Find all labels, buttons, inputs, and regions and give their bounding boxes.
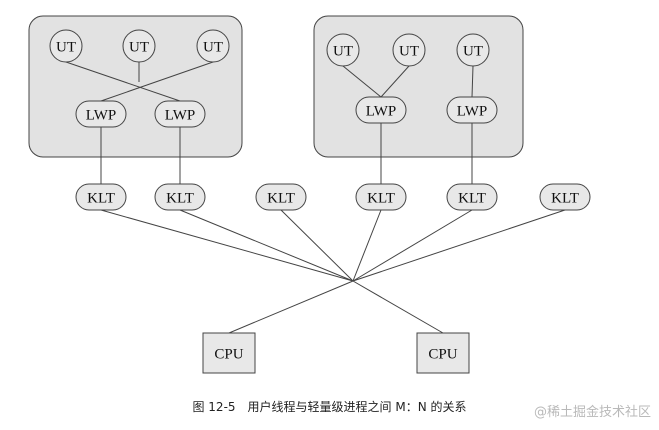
user-thread-node: UT bbox=[122, 29, 156, 63]
klt-node: KLT bbox=[75, 183, 127, 211]
lwp-node: LWP bbox=[154, 100, 206, 128]
nodes: UT UT UT UT UT UT LWP LWP LWP LWP KLT KLT KLT KLT KLT K… bbox=[49, 29, 591, 374]
klt-pill bbox=[255, 183, 307, 211]
cpu-node: CPU bbox=[416, 332, 470, 374]
user-thread-circle bbox=[122, 29, 156, 63]
user-thread-node: UT bbox=[196, 29, 230, 63]
cpu-node: CPU bbox=[202, 332, 256, 374]
lwp-label: LWP bbox=[86, 107, 117, 123]
klt-node: KLT bbox=[446, 183, 498, 211]
line-ut3-lwp1 bbox=[100, 61, 214, 102]
cpu-box bbox=[416, 332, 470, 374]
lwp-label: LWP bbox=[165, 107, 196, 123]
klt-node: KLT bbox=[255, 183, 307, 211]
cpu-label: CPU bbox=[428, 346, 457, 362]
lwp-pill bbox=[75, 100, 127, 128]
klt-node: KLT bbox=[355, 183, 407, 211]
lwp-pill bbox=[355, 96, 407, 124]
user-thread-circle bbox=[456, 33, 490, 67]
line-ut4-lwp3 bbox=[342, 65, 382, 98]
user-thread-label: UT bbox=[399, 43, 419, 59]
cpu-box bbox=[202, 332, 256, 374]
user-thread-node: UT bbox=[392, 33, 426, 67]
line-ut6-lwp4 bbox=[471, 65, 474, 98]
klt-pill bbox=[539, 183, 591, 211]
lwp-label: LWP bbox=[457, 103, 488, 119]
user-thread-label: UT bbox=[129, 39, 149, 55]
line-klt2-hub bbox=[179, 209, 354, 282]
line-hub-cpu2 bbox=[352, 280, 444, 334]
figure-caption: 图 12-5 用户线程与轻量级进程之间 M：N 的关系 bbox=[192, 400, 467, 414]
user-thread-label: UT bbox=[203, 39, 223, 55]
line-klt3-hub bbox=[280, 209, 354, 282]
user-thread-label: UT bbox=[56, 39, 76, 55]
line-klt6-hub bbox=[352, 209, 566, 282]
klt-node: KLT bbox=[154, 183, 206, 211]
user-thread-circle bbox=[392, 33, 426, 67]
klt-pill bbox=[355, 183, 407, 211]
klt-label: KLT bbox=[458, 190, 486, 206]
user-thread-label: UT bbox=[463, 43, 483, 59]
user-thread-node: UT bbox=[456, 33, 490, 67]
user-thread-node: UT bbox=[326, 33, 360, 67]
user-thread-circle bbox=[49, 29, 83, 63]
user-thread-circle bbox=[196, 29, 230, 63]
lwp-node: LWP bbox=[446, 96, 498, 124]
klt-node: KLT bbox=[539, 183, 591, 211]
process-boxes bbox=[28, 15, 524, 158]
klt-label: KLT bbox=[267, 190, 295, 206]
user-thread-circle bbox=[326, 33, 360, 67]
lwp-pill bbox=[154, 100, 206, 128]
klt-label: KLT bbox=[87, 190, 115, 206]
klt-pill bbox=[154, 183, 206, 211]
line-ut5-lwp3 bbox=[380, 65, 410, 98]
klt-label: KLT bbox=[166, 190, 194, 206]
user-thread-node: UT bbox=[49, 29, 83, 63]
lwp-node: LWP bbox=[75, 100, 127, 128]
line-klt1-hub bbox=[100, 209, 354, 282]
klt-pill bbox=[75, 183, 127, 211]
lwp-label: LWP bbox=[366, 103, 397, 119]
klt-label: KLT bbox=[551, 190, 579, 206]
lwp-node: LWP bbox=[355, 96, 407, 124]
line-hub-cpu1 bbox=[228, 280, 354, 334]
watermark: @稀土掘金技术社区 bbox=[533, 405, 651, 420]
connection-lines bbox=[65, 61, 566, 334]
line-ut1-lwp2 bbox=[65, 61, 181, 102]
klt-pill bbox=[446, 183, 498, 211]
lwp-pill bbox=[446, 96, 498, 124]
klt-label: KLT bbox=[367, 190, 395, 206]
cpu-label: CPU bbox=[214, 346, 243, 362]
line-klt4-hub bbox=[352, 209, 382, 282]
line-klt5-hub bbox=[352, 209, 473, 282]
user-thread-label: UT bbox=[333, 43, 353, 59]
